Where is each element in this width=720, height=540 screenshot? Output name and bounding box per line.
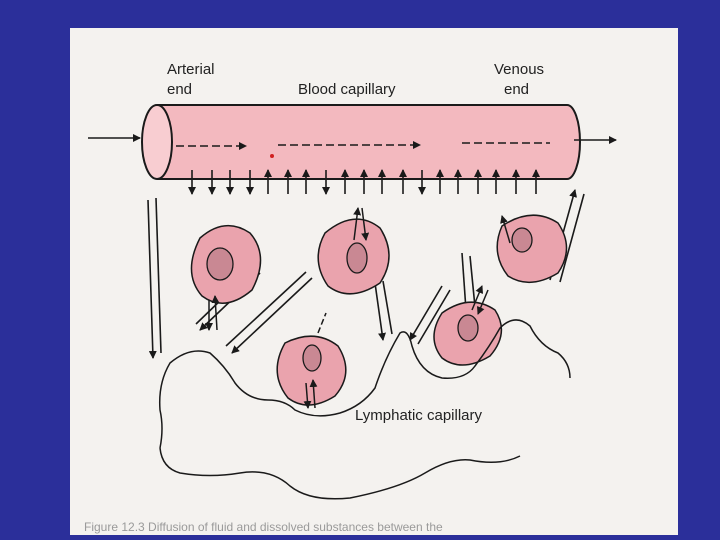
cell-nucleus [302,344,322,372]
tissue-cell [190,224,262,331]
blood-capillary-label: Blood capillary [298,81,396,98]
arterial-end-label-line2: end [167,81,192,98]
blood-capillary [141,104,581,180]
tissue-cell [317,207,390,295]
cell-nucleus [206,247,234,281]
diagram-panel: Arterial end Blood capillary Venous end [70,28,678,535]
tissue-cell [496,214,568,283]
venous-end-label-line1: Venous [494,61,544,78]
cell-nucleus [457,314,479,342]
venous-end-label-line2: end [504,81,529,98]
tissue-cell [276,312,347,409]
lymphatic-capillary [158,319,571,500]
cell-nucleus [346,242,368,274]
arterial-end-label-line1: Arterial [167,61,215,78]
cell-nucleus [511,227,533,253]
tissue-cell [433,285,503,366]
capillary-exchange-diagram: Arterial end Blood capillary Venous end [84,61,617,534]
figure-caption: Figure 12.3 Diffusion of fluid and disso… [84,520,443,534]
capillary-wall-arrows [188,169,540,195]
lymphatic-capillary-label: Lymphatic capillary [355,407,482,424]
blood-flow-arrow [88,134,617,150]
